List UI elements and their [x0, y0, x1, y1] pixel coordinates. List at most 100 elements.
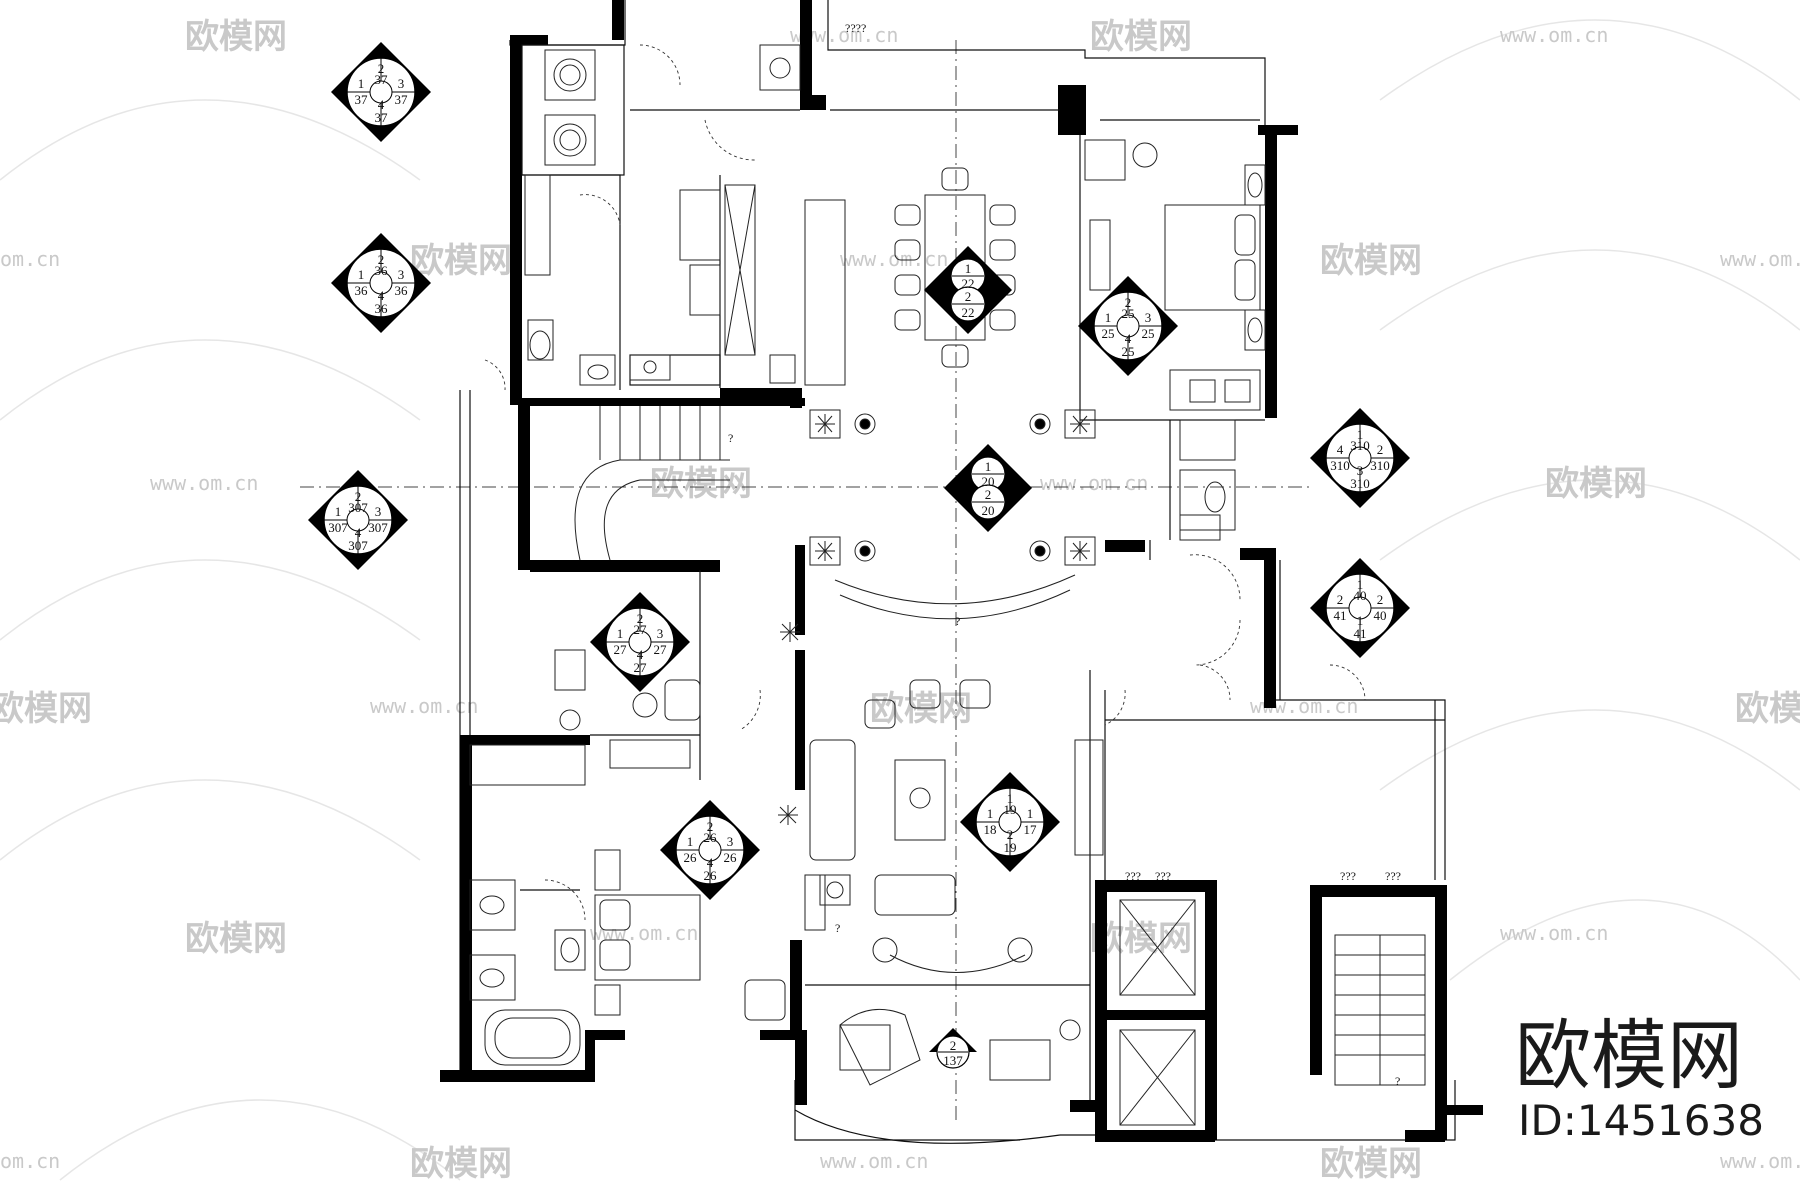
tag-index: 4	[637, 647, 644, 662]
watermark-brand: 欧模网	[1735, 689, 1800, 729]
tag-index: 3	[398, 267, 405, 282]
wall	[522, 35, 548, 45]
tag-index: 4	[378, 97, 385, 112]
tag-sheet: 41	[1354, 626, 1367, 641]
note-text: ???	[1385, 869, 1401, 883]
tag-sheet: 310	[1350, 438, 1370, 453]
tag-index: 2	[950, 1038, 957, 1053]
wall	[1264, 548, 1276, 708]
wall	[1405, 1130, 1445, 1142]
tag-sheet: 36	[375, 301, 389, 316]
wall	[1445, 1105, 1483, 1115]
wall	[1070, 1100, 1105, 1112]
tag-sheet: 25	[1122, 306, 1135, 321]
watermark-url: om.cn	[0, 1149, 60, 1173]
tag-index: 2	[1377, 592, 1384, 607]
watermark-brand: 欧模网	[870, 689, 972, 729]
watermark-brand: 欧模网	[410, 1144, 512, 1184]
tag-sheet: 25	[1102, 326, 1115, 341]
tag-sheet: 310	[1370, 458, 1390, 473]
tag-sheet: 26	[724, 850, 738, 865]
watermark-brand: 欧模网	[1320, 1144, 1422, 1184]
note-text: ?	[1395, 1074, 1400, 1088]
tag-sheet: 27	[654, 642, 668, 657]
wall	[440, 1070, 585, 1082]
bathroom-fixtures	[524, 174, 616, 386]
wall	[1310, 885, 1322, 1075]
tag-index: 1	[1357, 613, 1364, 628]
tag-sheet: 25	[1142, 326, 1155, 341]
tag-index: 1	[358, 76, 365, 91]
watermark-brand: 欧模网	[410, 241, 512, 281]
wall	[1095, 1130, 1215, 1142]
tag-index: 3	[1357, 463, 1364, 478]
watermark-url: www.om.cn	[590, 921, 698, 945]
tag-sheet: 37	[375, 72, 389, 87]
note-text: ???	[1155, 869, 1171, 883]
watermark-brand: 欧模网	[185, 17, 287, 57]
tag-sheet: 26	[684, 850, 698, 865]
kitchen-fixtures	[544, 44, 846, 386]
tag-sheet: 20	[982, 474, 995, 489]
tag-sheet: 307	[328, 520, 348, 535]
tag-index: 4	[1125, 331, 1132, 346]
note-text: ???	[1125, 869, 1141, 883]
axis-lines	[300, 40, 1310, 1125]
tag-sheet: 36	[395, 283, 409, 298]
tag-sheet: 40	[1374, 608, 1387, 623]
tag-index: 2	[378, 252, 385, 267]
tag-index: 1	[965, 261, 972, 276]
tag-sheet: 310	[1350, 476, 1370, 491]
tag-sheet: 307	[348, 500, 368, 515]
tag-sheet: 26	[704, 830, 718, 845]
wall	[1105, 540, 1145, 552]
tag-sheet: 307	[348, 538, 368, 553]
wall	[800, 0, 812, 110]
note-text: ???	[1340, 869, 1356, 883]
tag-index: 1	[617, 626, 624, 641]
tag-index: 3	[727, 834, 734, 849]
wall	[1095, 1010, 1215, 1020]
tag-sheet: 22	[962, 305, 975, 320]
tag-index: 2	[355, 489, 362, 504]
wall	[460, 735, 590, 745]
tag-index: 4	[355, 525, 362, 540]
brand-logo-text: 欧模网	[1515, 1011, 1743, 1100]
watermark-brand: 欧模网	[1545, 464, 1647, 504]
tag-index: 1	[985, 459, 992, 474]
wall	[525, 398, 805, 406]
tag-index: 1	[1007, 791, 1014, 806]
living-furniture	[804, 574, 1104, 1086]
watermark-brand: 欧模网	[650, 464, 752, 504]
door-swings	[484, 44, 1366, 921]
tag-index: 2	[637, 611, 644, 626]
watermark-brand: 欧模网	[1320, 241, 1422, 281]
wall	[1435, 885, 1447, 1140]
watermark-url: www.om.cn	[1500, 23, 1608, 47]
wall	[795, 650, 805, 790]
note-text: ?	[728, 431, 733, 445]
watermark-url: www.om.cn	[1500, 921, 1608, 945]
watermark-brand: 欧模网	[185, 919, 287, 959]
plants	[778, 379, 1251, 825]
wall	[585, 1030, 595, 1082]
tag-index: 2	[965, 289, 972, 304]
watermark-arcs	[0, 19, 1800, 1181]
tag-index: 4	[707, 855, 714, 870]
tag-sheet: 137	[943, 1053, 963, 1068]
east-bedroom-furniture	[1084, 139, 1266, 541]
walls	[440, 0, 1483, 1142]
tag-index: 3	[398, 76, 405, 91]
wall	[460, 735, 472, 1080]
note-text: ?	[955, 614, 960, 628]
tag-sheet: 17	[1024, 822, 1038, 837]
